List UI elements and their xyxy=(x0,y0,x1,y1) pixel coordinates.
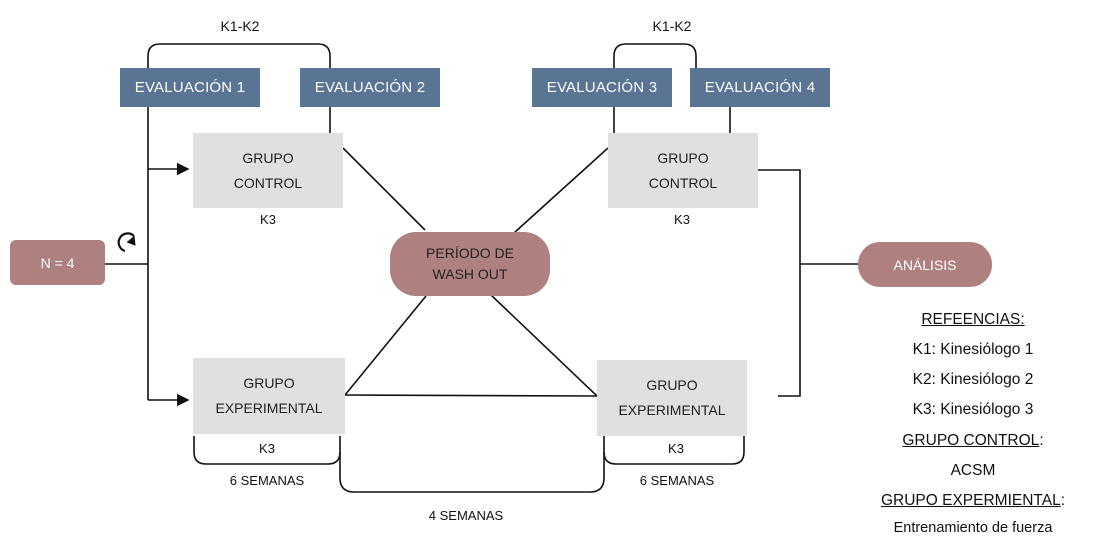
k3-label-control-right: K3 xyxy=(674,212,690,227)
group-experimental-right-line2: EXPERIMENTAL xyxy=(618,402,726,418)
evaluation-3-box: EVALUACIÓN 3 xyxy=(532,68,672,107)
group-experimental-right: GRUPO EXPERIMENTAL xyxy=(597,360,747,436)
legend-k2: K2: Kinesiólogo 2 xyxy=(912,371,1034,388)
group-control-left-line2: CONTROL xyxy=(233,174,303,191)
washout-node: PERÍODO DE WASH OUT xyxy=(390,232,550,296)
legend-control: GRUPO CONTROL: xyxy=(855,432,1091,450)
duration-left: 6 SEMANAS xyxy=(229,473,305,488)
group-experimental-right-line1: GRUPO xyxy=(646,377,698,393)
group-control-right-line1: GRUPO xyxy=(657,149,709,166)
legend-experimental-title: GRUPO EXPERMIENTAL xyxy=(880,492,1061,509)
group-control-left: GRUPO CONTROL xyxy=(193,133,343,208)
legend-experimental-desc: Entrenamiento de fuerza xyxy=(893,520,1053,536)
analysis-label: ANÁLISIS xyxy=(893,256,957,273)
washout-line2: WASH OUT xyxy=(432,266,508,282)
start-node-label: N = 4 xyxy=(40,254,75,271)
bracket-eval-3-4 xyxy=(613,43,697,68)
legend-title: REFEENCIAS: xyxy=(921,311,1025,328)
bracket-4-semanas xyxy=(339,452,605,493)
group-experimental-left: GRUPO EXPERIMENTAL xyxy=(193,358,345,434)
legend-control-title: GRUPO CONTROL xyxy=(902,432,1040,449)
duration-right: 6 SEMANAS xyxy=(639,473,715,488)
k3-label-control-left: K3 xyxy=(260,212,276,227)
evaluation-4-label: EVALUACIÓN 4 xyxy=(704,79,816,96)
legend-k1: K1: Kinesiólogo 1 xyxy=(912,341,1034,358)
legend-control-desc: ACSM xyxy=(950,462,996,479)
pair-label-right: K1-K2 xyxy=(652,18,692,34)
washout-line1: PERÍODO DE xyxy=(426,245,514,261)
k3-label-experimental-right: K3 xyxy=(668,441,684,456)
legend-experimental-colon: : xyxy=(1060,492,1066,509)
k3-label-experimental-left: K3 xyxy=(259,441,275,456)
analysis-node: ANÁLISIS xyxy=(858,242,992,287)
evaluation-2-box: EVALUACIÓN 2 xyxy=(300,68,440,107)
group-control-right: GRUPO CONTROL xyxy=(608,133,758,208)
group-control-left-line1: GRUPO xyxy=(242,149,294,166)
legend-control-colon: : xyxy=(1039,432,1044,449)
refresh-icon xyxy=(117,232,136,253)
legend-k3: K3: Kinesiólogo 3 xyxy=(912,401,1034,418)
start-node: N = 4 xyxy=(10,240,105,285)
evaluation-1-label: EVALUACIÓN 1 xyxy=(134,79,246,96)
evaluation-2-label: EVALUACIÓN 2 xyxy=(314,79,426,96)
duration-middle: 4 SEMANAS xyxy=(428,508,504,523)
bracket-6-semanas-right xyxy=(603,436,745,465)
bracket-eval-1-2 xyxy=(147,43,331,68)
legend-experimental: GRUPO EXPERMIENTAL: xyxy=(855,492,1091,510)
group-experimental-left-line2: EXPERIMENTAL xyxy=(215,400,323,416)
evaluation-4-box: EVALUACIÓN 4 xyxy=(690,68,830,107)
group-control-right-line2: CONTROL xyxy=(648,174,718,191)
evaluation-1-box: EVALUACIÓN 1 xyxy=(120,68,260,107)
evaluation-3-label: EVALUACIÓN 3 xyxy=(546,79,658,96)
pair-label-left: K1-K2 xyxy=(220,18,260,34)
group-experimental-left-line1: GRUPO xyxy=(243,375,295,391)
